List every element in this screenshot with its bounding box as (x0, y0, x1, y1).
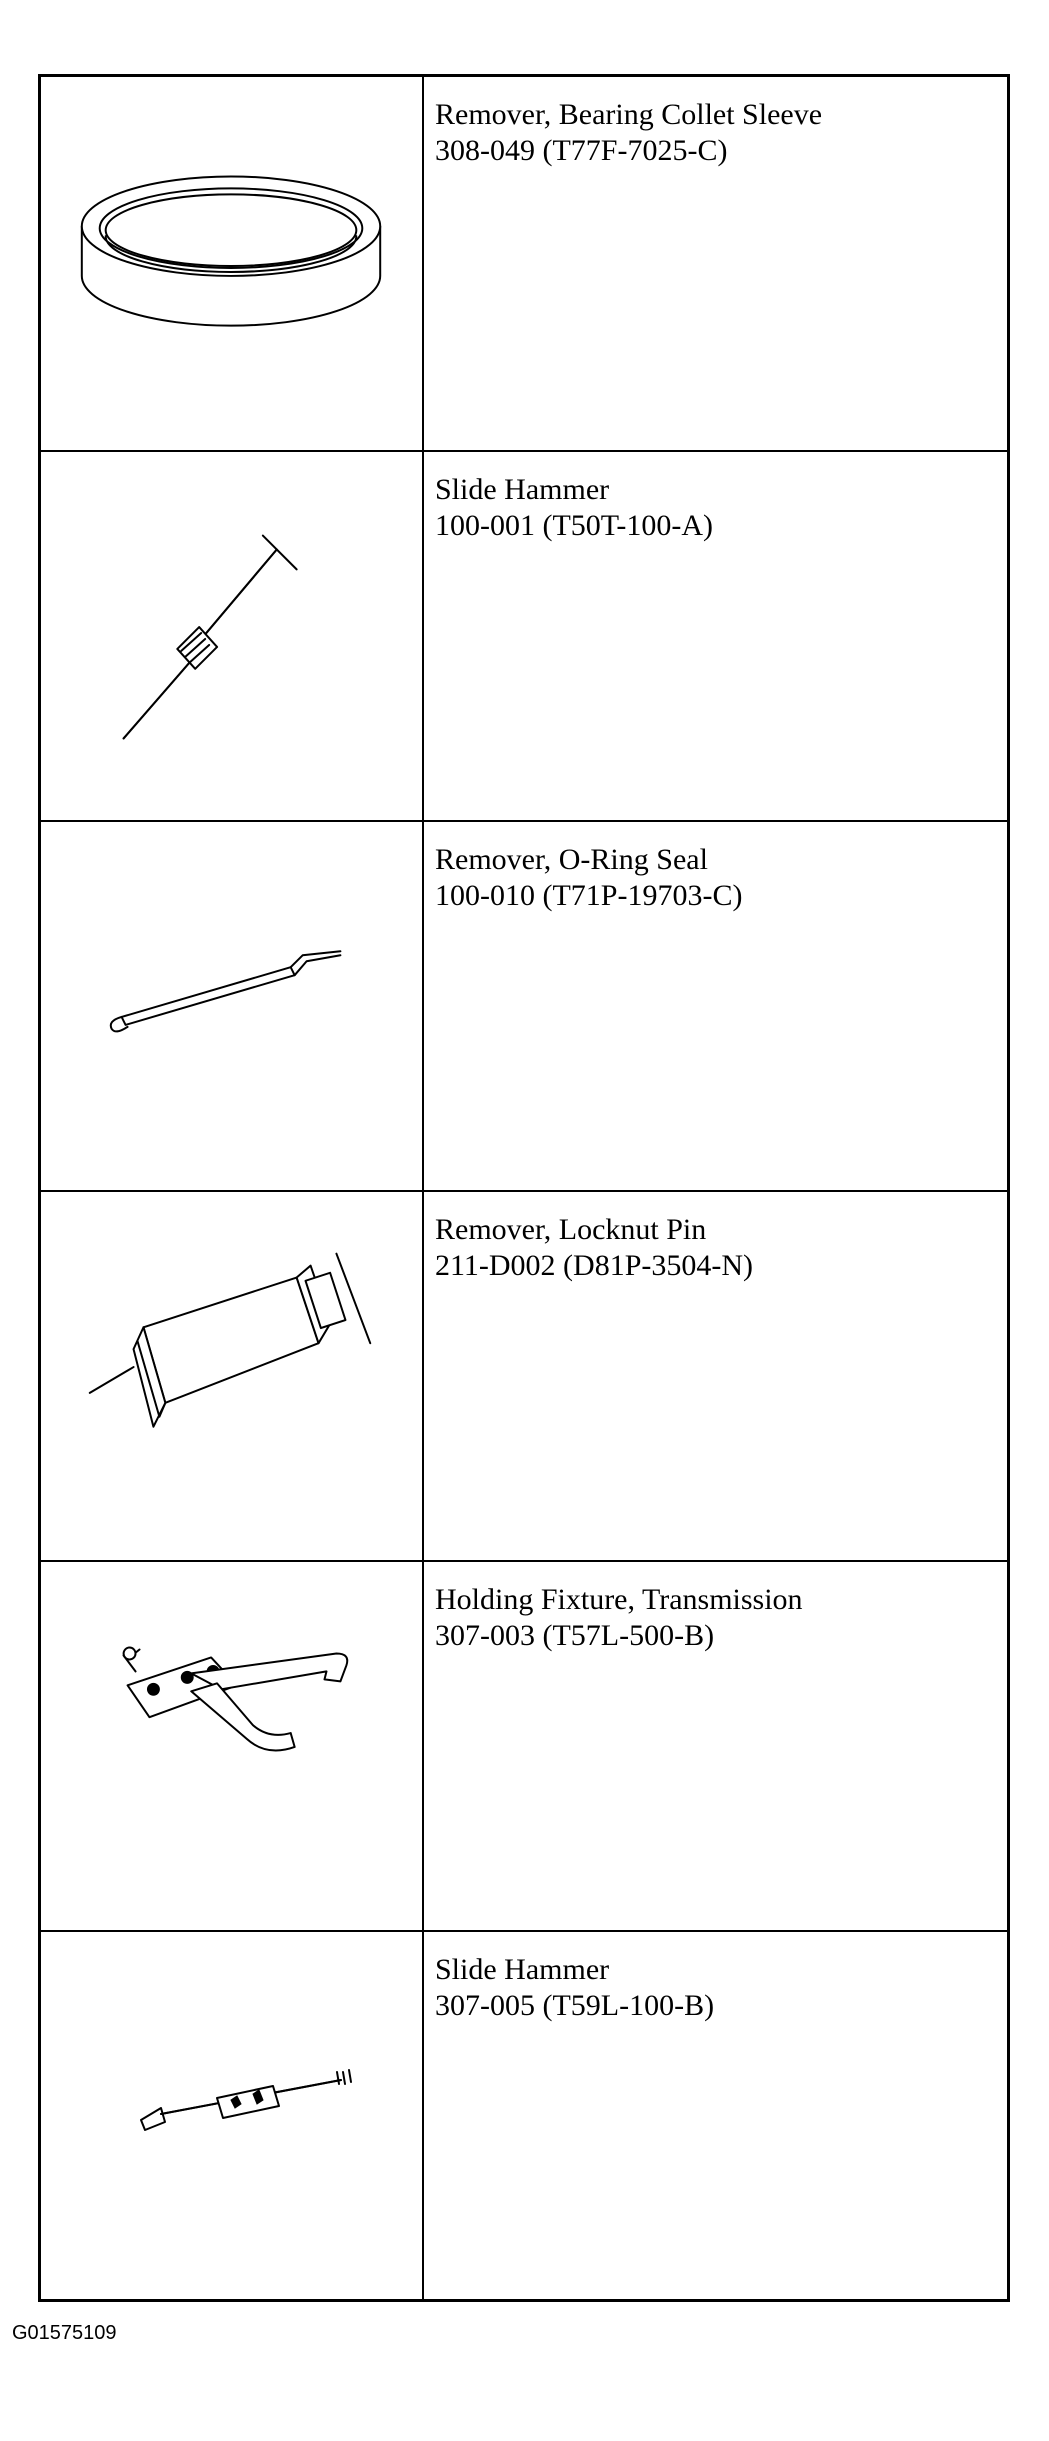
tool-description: Holding Fixture, Transmission 307-003 (T… (435, 1582, 1001, 1654)
o-ring-seal-remover-icon (109, 950, 342, 1033)
tool-part-number: 100-001 (T50T-100-A) (435, 509, 714, 542)
tool-row: Holding Fixture, Transmission 307-003 (T… (41, 1562, 1007, 1932)
tool-image-cell (41, 1192, 424, 1560)
tool-image-cell (41, 822, 424, 1190)
tool-row: Remover, Locknut Pin 211-D002 (D81P-3504… (41, 1192, 1007, 1562)
tool-row: Slide Hammer 307-005 (T59L-100-B) (41, 1932, 1007, 2299)
tool-name: Remover, O-Ring Seal (435, 843, 708, 876)
figure-id: G01575109 (12, 2322, 117, 2344)
locknut-pin-remover-icon (88, 1252, 372, 1428)
tool-name: Holding Fixture, Transmission (435, 1583, 803, 1616)
tool-part-number: 307-003 (T57L-500-B) (435, 1619, 715, 1652)
tool-name: Remover, Bearing Collet Sleeve (435, 98, 823, 131)
tool-part-number: 308-049 (T77F-7025-C) (435, 134, 728, 167)
tool-image-cell (41, 452, 424, 820)
tool-description: Remover, O-Ring Seal 100-010 (T71P-19703… (435, 842, 1001, 914)
tool-name: Remover, Locknut Pin (435, 1213, 707, 1246)
tool-image-cell (41, 1932, 424, 2299)
bearing-collet-sleeve-remover-icon (80, 175, 382, 327)
tool-image-cell (41, 77, 424, 450)
tool-row: Remover, O-Ring Seal 100-010 (T71P-19703… (41, 822, 1007, 1192)
slide-hammer-icon (122, 534, 298, 740)
tool-row: Slide Hammer 100-001 (T50T-100-A) (41, 452, 1007, 822)
tool-description: Remover, Locknut Pin 211-D002 (D81P-3504… (435, 1212, 1001, 1284)
tool-name: Slide Hammer (435, 1953, 610, 1986)
tool-image-cell (41, 1562, 424, 1930)
special-tools-table: Remover, Bearing Collet Sleeve 308-049 (… (38, 74, 1010, 2302)
slide-hammer-small-icon (140, 2069, 352, 2131)
tool-part-number: 307-005 (T59L-100-B) (435, 1989, 715, 2022)
tool-description: Slide Hammer 100-001 (T50T-100-A) (435, 472, 1001, 544)
tool-description: Slide Hammer 307-005 (T59L-100-B) (435, 1952, 1001, 2024)
tool-part-number: 211-D002 (D81P-3504-N) (435, 1249, 754, 1282)
tool-part-number: 100-010 (T71P-19703-C) (435, 879, 743, 912)
tool-name: Slide Hammer (435, 473, 610, 506)
tool-row: Remover, Bearing Collet Sleeve 308-049 (… (41, 77, 1007, 452)
transmission-holding-fixture-icon (122, 1646, 349, 1752)
tool-description: Remover, Bearing Collet Sleeve 308-049 (… (435, 97, 1001, 169)
